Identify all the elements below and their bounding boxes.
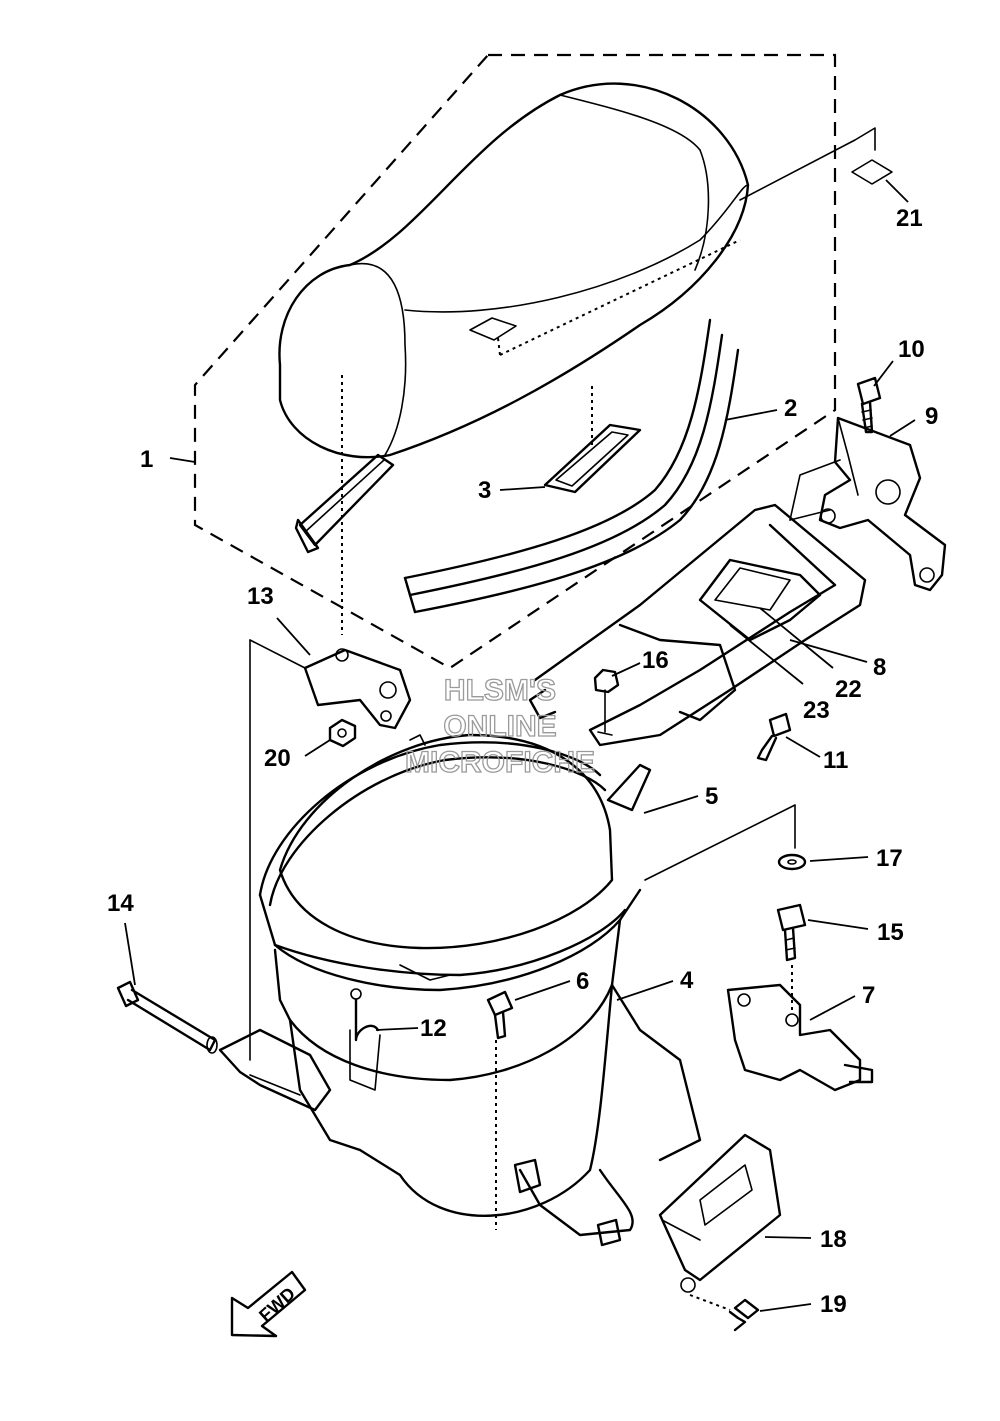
caution-label — [851, 159, 893, 185]
callout-16: 16 — [642, 647, 669, 674]
seat — [278, 82, 750, 459]
lock-cover — [658, 1133, 782, 1293]
seat-assembly-boundary — [193, 53, 837, 670]
callout-15: 15 — [877, 919, 904, 946]
seat-pad — [543, 385, 642, 494]
seat-lock-cable — [350, 988, 380, 1042]
box-liner — [278, 733, 652, 950]
callout-9: 9 — [925, 403, 938, 430]
callout-2: 2 — [784, 395, 797, 422]
bolt-10 — [856, 376, 882, 434]
bolt-15 — [776, 903, 807, 962]
screw-19 — [728, 1298, 760, 1332]
callout-13: 13 — [247, 583, 274, 610]
callout-23: 23 — [803, 697, 830, 724]
callout-labels: 1 2 3 4 5 6 7 8 9 10 11 12 13 14 15 16 1… — [107, 205, 938, 1318]
callout-21: 21 — [896, 205, 923, 232]
seat-rubber-left — [294, 453, 395, 554]
bolt-11 — [756, 712, 792, 762]
washer-17 — [777, 853, 807, 871]
callout-12: 12 — [420, 1015, 447, 1042]
watermark: HLSM'S ONLINE MICROFICHE — [404, 673, 595, 779]
bolt-6 — [486, 990, 514, 1040]
hinge-shaft — [116, 980, 218, 1054]
callout-11: 11 — [823, 747, 848, 774]
callout-3: 3 — [478, 477, 491, 504]
watermark-line-2: ONLINE — [443, 710, 556, 743]
watermark-line-1: HLSM'S — [444, 674, 556, 707]
callout-19: 19 — [820, 1291, 847, 1318]
watermark-line-3: MICROFICHE — [405, 746, 595, 779]
callout-6: 6 — [576, 968, 589, 995]
nut-16 — [593, 668, 620, 694]
forward-direction-arrow: FWD — [230, 1270, 307, 1338]
seat-trim-strip — [403, 318, 740, 614]
hinge-bracket — [818, 416, 947, 592]
callout-10: 10 — [898, 336, 925, 363]
seat-lock-bracket — [303, 648, 412, 730]
fwd-label: FWD — [255, 1283, 299, 1325]
storage-box — [218, 741, 702, 1247]
seat-frame — [528, 459, 867, 747]
callout-18: 18 — [820, 1226, 847, 1253]
callout-1: 1 — [140, 446, 153, 473]
callout-7: 7 — [862, 982, 875, 1009]
callout-14: 14 — [107, 890, 134, 917]
seat-lock — [726, 983, 874, 1092]
callout-17: 17 — [876, 845, 903, 872]
callout-5: 5 — [705, 783, 718, 810]
callout-4: 4 — [680, 967, 694, 994]
callout-20: 20 — [264, 745, 291, 772]
nut-20 — [328, 718, 357, 748]
callout-8: 8 — [873, 654, 886, 681]
callout-22: 22 — [835, 676, 862, 703]
